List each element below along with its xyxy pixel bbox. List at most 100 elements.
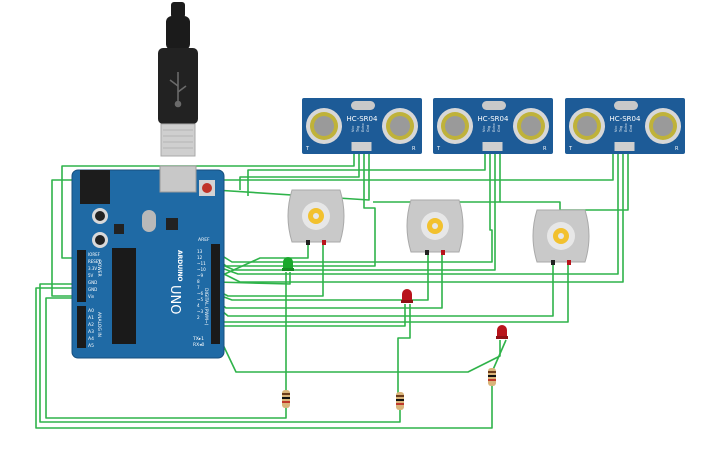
sensor-pin bbox=[482, 142, 488, 151]
reset-button bbox=[202, 183, 212, 193]
sensor-label: HC-SR04 bbox=[610, 115, 641, 123]
sensor-mark-left: T bbox=[305, 146, 310, 152]
sensor-pin bbox=[624, 142, 630, 151]
aref-label: AREF bbox=[198, 237, 210, 243]
usb-cable bbox=[158, 2, 198, 157]
wire bbox=[215, 242, 309, 279]
power-pin-label: GND bbox=[88, 287, 97, 292]
digital-pin-label: 8 bbox=[197, 279, 200, 284]
resistor bbox=[282, 390, 290, 408]
power-pin-label: 3.3V bbox=[88, 266, 97, 271]
wire bbox=[45, 297, 287, 419]
digital-pin-label: 12 bbox=[197, 255, 203, 260]
digital-pin-label: ~6 bbox=[197, 291, 204, 296]
sensor-pin bbox=[361, 142, 367, 151]
wire bbox=[61, 152, 355, 259]
digital-pin-label: ~10 bbox=[197, 267, 206, 272]
sensor-pin-label: Gnd bbox=[497, 125, 501, 132]
wire bbox=[39, 283, 401, 423]
digital-pin-label: ~5 bbox=[197, 297, 204, 302]
digital-pin-label: 2 bbox=[197, 315, 200, 320]
digital-pin-label: ~11 bbox=[197, 261, 206, 266]
wire bbox=[51, 150, 614, 297]
wire bbox=[215, 150, 496, 271]
sensor-pin-label: Echo bbox=[624, 124, 628, 133]
motors bbox=[287, 189, 590, 265]
power-pin-label: IOREF bbox=[88, 252, 101, 257]
dc-motor bbox=[406, 199, 464, 255]
analog-pin-label: A2 bbox=[88, 322, 94, 328]
analog-pin-label: A3 bbox=[88, 329, 94, 335]
wire bbox=[35, 287, 493, 429]
digital-header bbox=[211, 244, 220, 344]
analog-pin-label: A5 bbox=[88, 343, 94, 349]
arduino-board: ARDUINO UNO DIGITAL (PWM~) POWER ANALOG … bbox=[71, 165, 225, 359]
dc-motor bbox=[287, 189, 345, 245]
wire bbox=[215, 252, 429, 301]
sensor-pin-label: Echo bbox=[361, 124, 365, 133]
green-led bbox=[282, 257, 294, 271]
leds bbox=[282, 257, 508, 339]
digital-pin-label: ~9 bbox=[197, 273, 204, 278]
sensor-mark-right: R bbox=[675, 146, 679, 152]
board-brand: ARDUINO bbox=[176, 250, 183, 281]
digital-label: DIGITAL (PWM~) bbox=[203, 288, 209, 326]
wire bbox=[215, 150, 624, 283]
sensor-pin bbox=[356, 142, 362, 151]
digital-pin-label: ~3 bbox=[197, 309, 204, 314]
sensor-pin bbox=[492, 142, 498, 151]
sensor-pin bbox=[351, 142, 357, 151]
wire bbox=[215, 272, 291, 285]
sensor-pin bbox=[614, 142, 620, 151]
wire bbox=[215, 329, 501, 373]
resistors bbox=[282, 368, 496, 410]
wire bbox=[239, 152, 360, 190]
power-pin-label: RESET bbox=[88, 259, 101, 264]
sensor-pin bbox=[619, 142, 625, 151]
red-led bbox=[496, 325, 508, 339]
sensor-pin-label: Trig bbox=[356, 126, 360, 133]
sensor-mark-right: R bbox=[412, 146, 416, 152]
digital-pin-label: 7 bbox=[197, 285, 200, 290]
dc-motor bbox=[532, 209, 590, 265]
analog-header bbox=[77, 306, 86, 348]
rx-pin-label: RX◂0 bbox=[193, 342, 204, 348]
sensor-mark-left: T bbox=[568, 146, 573, 152]
sensor-pin bbox=[629, 142, 635, 151]
power-label: POWER bbox=[96, 260, 102, 277]
analog-label: ANALOG IN bbox=[96, 312, 102, 337]
resistor bbox=[396, 392, 404, 410]
power-pin-label: GND bbox=[88, 280, 97, 285]
tx-pin-label: TX▸1 bbox=[192, 336, 204, 342]
sensor-pin-label: Gnd bbox=[629, 125, 633, 132]
sensor-pin-label: Gnd bbox=[366, 125, 370, 132]
wire bbox=[373, 150, 501, 203]
analog-pin-label: A0 bbox=[88, 308, 94, 314]
sensor-pin-label: Vcc bbox=[614, 126, 618, 132]
sensor-pin-label: Echo bbox=[492, 124, 496, 133]
resistor bbox=[488, 368, 496, 386]
sensor-label: HC-SR04 bbox=[478, 115, 509, 123]
power-pin-labels: IOREF RESET 3.3V 5V GND GND Vin bbox=[88, 252, 101, 299]
sensor-mark-left: T bbox=[436, 146, 441, 152]
wire bbox=[247, 150, 486, 196]
sensor-pin-label: Vcc bbox=[482, 126, 486, 132]
wire bbox=[215, 150, 493, 263]
sensor-pin-label: Trig bbox=[487, 126, 491, 133]
wire bbox=[491, 339, 507, 373]
red-led bbox=[401, 289, 413, 303]
sensor-mark-right: R bbox=[543, 146, 547, 152]
power-pin-label: 5V bbox=[88, 273, 94, 278]
power-header bbox=[77, 250, 86, 302]
power-pin-label: Vin bbox=[88, 294, 95, 299]
digital-pin-label: 13 bbox=[197, 249, 203, 254]
sensor-pin-label: Vcc bbox=[351, 126, 355, 132]
wire bbox=[214, 152, 370, 201]
